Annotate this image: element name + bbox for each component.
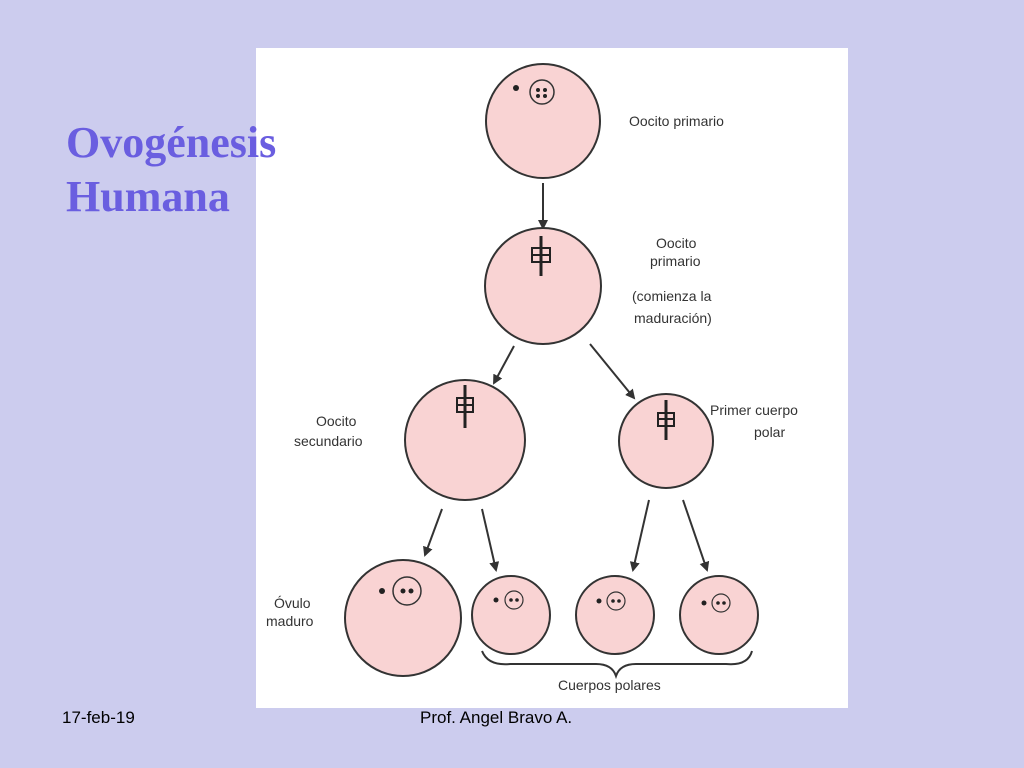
nucleus-icon — [606, 591, 626, 611]
label-polar-1: Primer cuerpo — [710, 402, 798, 418]
centrosome-icon — [513, 85, 519, 91]
label-ovum-2: maduro — [266, 613, 314, 629]
centrosome-icon — [379, 588, 385, 594]
slide-title: Ovogénesis Humana — [66, 116, 276, 224]
label-maturing-3: (comienza la — [632, 288, 712, 304]
label-polar-2: polar — [754, 424, 785, 440]
label-primary-oocyte: Oocito primario — [629, 113, 724, 129]
arrow-left-icon — [493, 345, 515, 385]
nucleus-icon — [711, 593, 731, 613]
nucleus-icon — [504, 590, 524, 610]
mature-ovum-cell — [344, 559, 462, 677]
primary-oocyte-cell — [485, 63, 601, 179]
maturing-oocyte-cell — [484, 227, 602, 345]
polar-body-cell — [575, 575, 655, 655]
centrosome-icon — [701, 600, 707, 606]
nucleus-icon — [529, 79, 555, 105]
arrow-down-right-icon — [682, 499, 710, 572]
first-polar-body-cell — [618, 393, 714, 489]
label-polar-bodies: Cuerpos polares — [558, 677, 661, 693]
title-line-1: Ovogénesis — [66, 118, 277, 167]
title-line-2: Humana — [66, 172, 230, 221]
centrosome-icon — [596, 598, 602, 604]
label-secondary-2: secundario — [294, 433, 363, 449]
label-secondary-1: Oocito — [316, 413, 357, 429]
oogenesis-diagram: Oocito primario Oocito primario (comienz… — [256, 48, 848, 708]
label-maturing-1: Oocito — [656, 235, 697, 251]
polar-body-cell — [471, 575, 551, 655]
footer-date: 17-feb-19 — [62, 708, 135, 727]
centrosome-icon — [493, 597, 499, 603]
nucleus-icon — [392, 576, 422, 606]
polar-body-cell — [679, 575, 759, 655]
diagram-canvas: Oocito primario Oocito primario (comienz… — [266, 63, 798, 693]
footer-author: Prof. Angel Bravo A. — [420, 708, 573, 727]
label-maturing-2: primario — [650, 253, 701, 269]
secondary-oocyte-cell — [404, 379, 526, 501]
arrow-right-icon — [589, 343, 636, 400]
label-maturing-4: maduración) — [634, 310, 712, 326]
arrow-down-left-icon — [629, 499, 650, 572]
arrow-down-right-icon — [481, 508, 500, 572]
brace-icon — [481, 650, 753, 680]
label-ovum-1: Óvulo — [274, 595, 311, 611]
arrow-down-left-icon — [423, 508, 443, 557]
